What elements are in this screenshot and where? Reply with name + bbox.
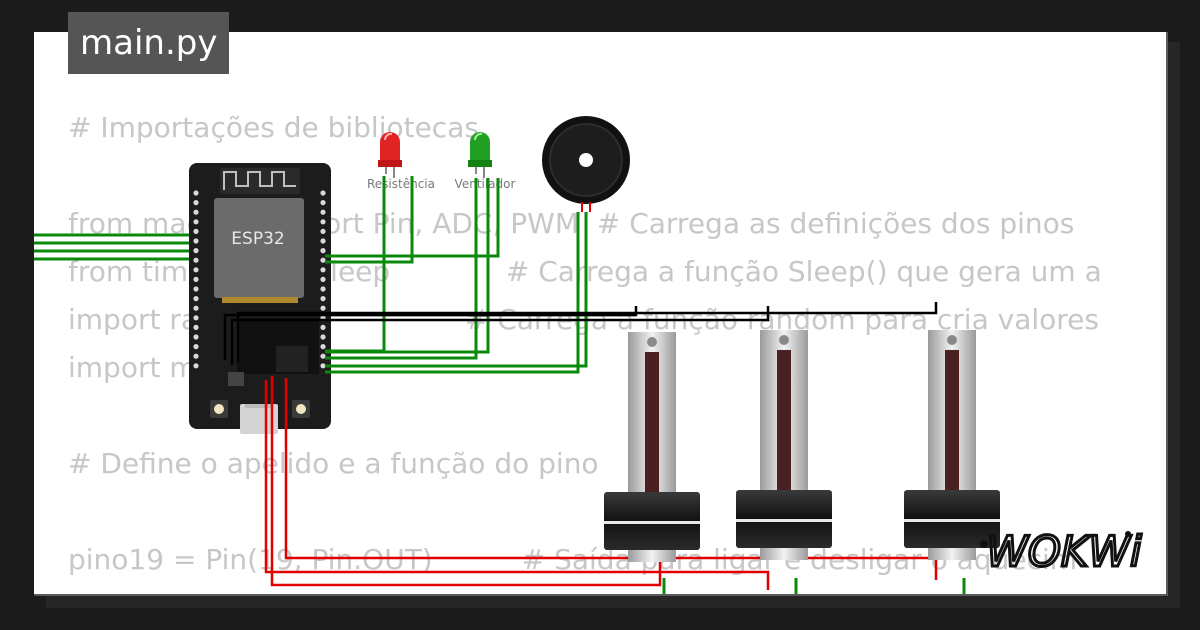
slide-potentiometer[interactable] [604,332,700,562]
header-pin [193,248,199,254]
header-pin [320,228,326,234]
green-signal-wires [325,176,588,374]
header-pin [193,344,199,350]
header-pin [193,315,199,321]
card-shadow-right [1166,42,1180,598]
header-pin [320,267,326,273]
header-pin [320,344,326,350]
led-ventilador-label: Ventilador [455,177,516,191]
header-pin [193,286,199,292]
red-power-wires [264,376,938,590]
left-wires [34,233,195,261]
buzzer[interactable] [542,116,630,212]
wokwi-logo: WOKWi [980,526,1143,578]
slide-potentiometer[interactable] [736,330,832,560]
header-pin [320,276,326,282]
code-line: # Importações de bibliotecas [68,111,479,144]
slider-green-leads [662,578,966,594]
header-pin [193,200,199,206]
header-pin [320,353,326,359]
header-pin [193,228,199,234]
header-pin [193,257,199,263]
header-pin [193,267,199,273]
header-pin [193,324,199,330]
header-pin [193,190,199,196]
header-pin [193,353,199,359]
slide-potentiometers [604,330,1000,562]
header-pin [320,238,326,244]
header-pin [320,363,326,369]
esp32-board[interactable]: ESP32 [189,163,331,434]
header-pin [320,190,326,196]
code-line: # Define o apelido e a função do pino [68,447,599,480]
esp32-pins-left [193,190,199,369]
header-pin [320,200,326,206]
file-name-tab: main.py [68,12,230,74]
header-pin [193,296,199,302]
black-ground-wires [223,302,938,365]
header-pin [320,219,326,225]
esp32-pins-right [320,190,326,369]
usb-connector [240,404,278,434]
header-pin [320,209,326,215]
header-pin [320,324,326,330]
header-pin [193,363,199,369]
header-pin [320,286,326,292]
header-pin [320,296,326,302]
slide-potentiometer[interactable] [904,330,1000,560]
header-pin [193,209,199,215]
esp32-chip-label: ESP32 [231,229,284,249]
wokwi-logo-text: WOKWi [986,527,1142,576]
header-pin [320,257,326,263]
led-resistencia-label: Resistência [367,177,435,191]
header-pin [320,334,326,340]
led-ventilador[interactable] [468,132,492,178]
header-pin [193,276,199,282]
led-resistencia[interactable] [378,132,402,178]
header-pin [193,334,199,340]
header-pin [193,238,199,244]
header-pin [320,305,326,311]
header-pin [320,248,326,254]
card-shadow-bottom [46,594,1180,608]
header-pin [193,219,199,225]
header-pin [193,305,199,311]
